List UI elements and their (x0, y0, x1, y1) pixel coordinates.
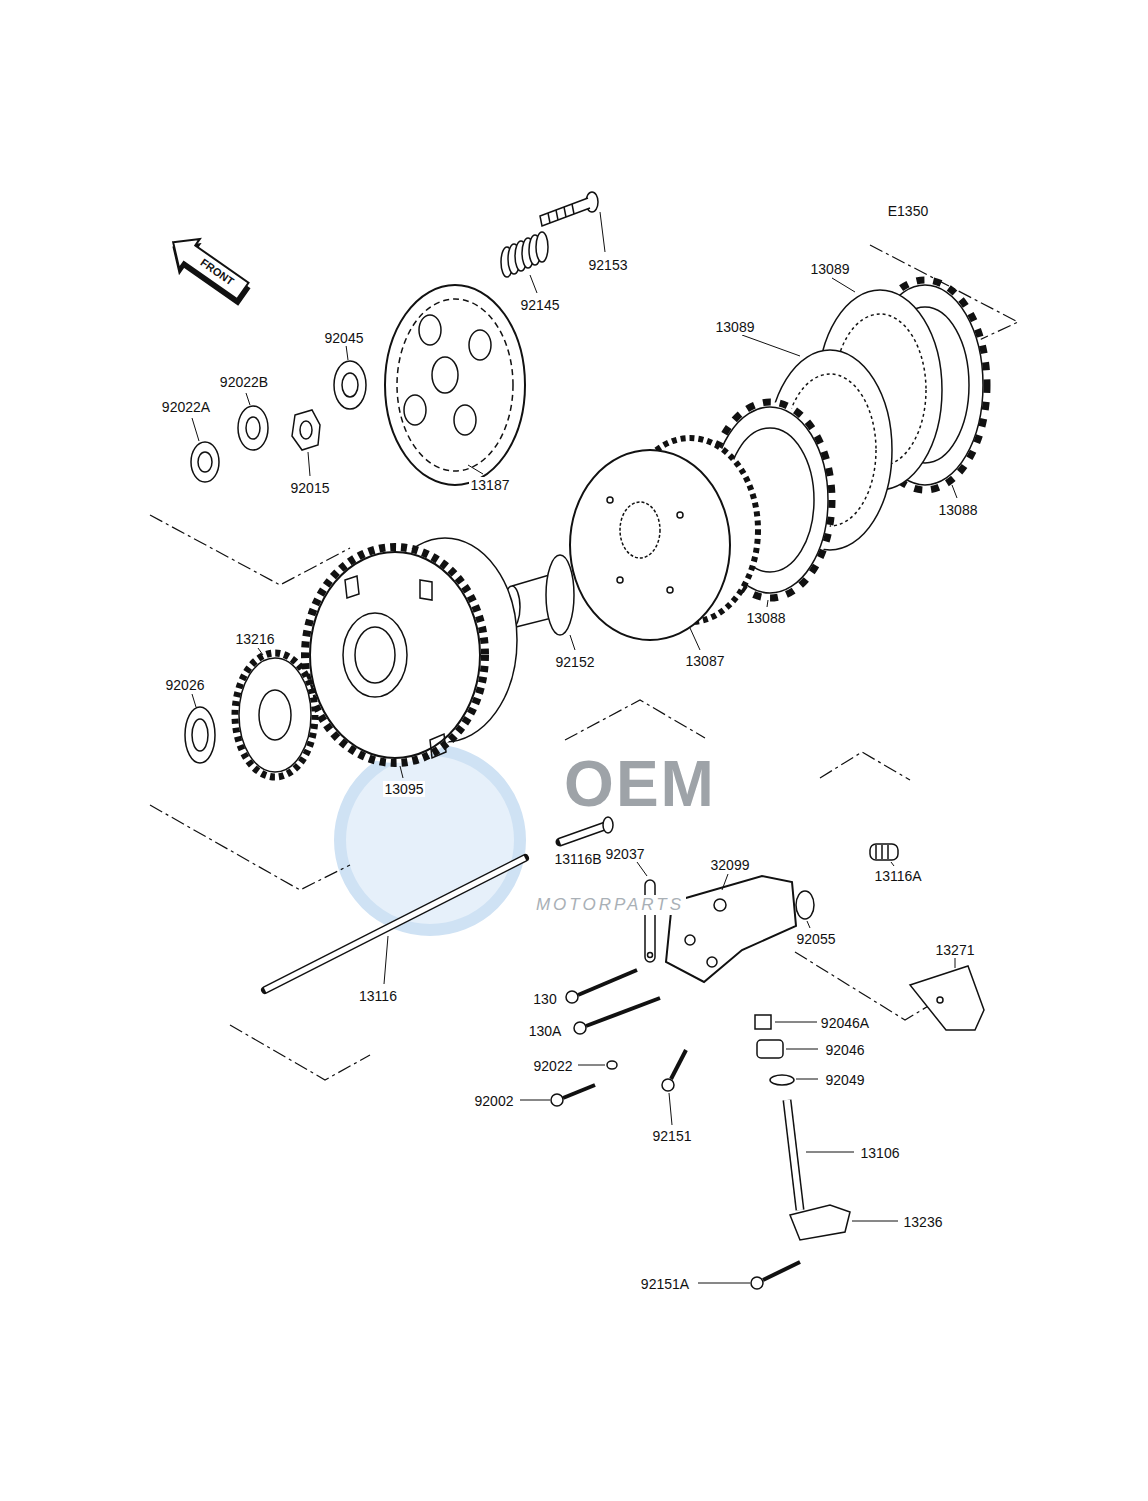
label-slot: 92022 (532, 1057, 575, 1075)
callout-number: 13089 (714, 319, 757, 335)
callout-number: 92002 (473, 1093, 516, 1109)
callout-number: 92022B (218, 374, 270, 390)
callout-number: 130A (527, 1023, 564, 1039)
label-slot: 32099 (709, 856, 752, 874)
label-slot: 92015 (289, 479, 332, 497)
label-slot: 13095 (383, 780, 426, 798)
label-slot: 13106 (859, 1144, 902, 1162)
label-slot: 130 (531, 990, 558, 1008)
callout-number: 92022 (532, 1058, 575, 1074)
callout-number: E1350 (886, 203, 930, 219)
label-slot: 13088 (745, 609, 788, 627)
label-slot: 13089 (714, 318, 757, 336)
callout-number: 92151 (651, 1128, 694, 1144)
callout-number: 13271 (934, 942, 977, 958)
watermark: MOTORPARTS (534, 895, 686, 915)
callout-number: 92145 (519, 297, 562, 313)
callout-number: 13116A (872, 868, 923, 884)
label-slot: 92002 (473, 1092, 516, 1110)
callout-number: 92049 (824, 1072, 867, 1088)
callout-number: 92152 (554, 654, 597, 670)
label-slot: 92046 (824, 1041, 867, 1059)
callout-number: 92022A (160, 399, 212, 415)
label-slot: 92022B (218, 373, 270, 391)
callout-number: 92045 (323, 330, 366, 346)
label-slot: 92037 (604, 845, 647, 863)
label-slot: 92151A (639, 1275, 691, 1293)
label-slot: MOTORPARTS (534, 895, 686, 915)
callout-number: 92055 (795, 931, 838, 947)
callout-number: 92046A (819, 1015, 871, 1031)
callout-number: 13216 (234, 631, 277, 647)
callout-number: 13095 (383, 781, 426, 797)
callout-number: 13116B (552, 851, 603, 867)
watermark: OEM (562, 748, 718, 822)
label-slot: OEM (562, 748, 718, 822)
callout-number: 13187 (469, 477, 512, 493)
label-slot: 92026 (164, 676, 207, 694)
label-slot: 92151 (651, 1127, 694, 1145)
callout-number: 13089 (809, 261, 852, 277)
label-slot: 92152 (554, 653, 597, 671)
label-slot: E1350 (886, 202, 930, 220)
label-slot: 92022A (160, 398, 212, 416)
callout-number: 130 (531, 991, 558, 1007)
label-slot: 92046A (819, 1014, 871, 1032)
label-slot: 13116B (552, 850, 603, 868)
label-slot: 92055 (795, 930, 838, 948)
callout-number: 32099 (709, 857, 752, 873)
label-slot: 13216 (234, 630, 277, 648)
callout-number: 92015 (289, 480, 332, 496)
callout-number: 13088 (745, 610, 788, 626)
callout-number: 92046 (824, 1042, 867, 1058)
label-slot: 13187 (469, 476, 512, 494)
label-slot: 13116 (357, 987, 399, 1005)
callout-number: 92153 (587, 257, 630, 273)
callout-number: 92037 (604, 846, 647, 862)
label-slot: 13089 (809, 260, 852, 278)
callout-number: 13236 (902, 1214, 945, 1230)
callout-number: 13106 (859, 1145, 902, 1161)
label-slot: 13236 (902, 1213, 945, 1231)
callout-number: 92151A (639, 1276, 691, 1292)
label-slot: 92153 (587, 256, 630, 274)
callout-number: 13088 (937, 502, 980, 518)
label-slot: 13088 (937, 501, 980, 519)
label-slot: 92045 (323, 329, 366, 347)
callout-number: 13087 (684, 653, 727, 669)
label-slot: 13271 (934, 941, 977, 959)
label-slot: 13116A (872, 867, 923, 885)
label-slot: 92145 (519, 296, 562, 314)
callout-number: 92026 (164, 677, 207, 693)
callout-number: 13116 (357, 988, 399, 1004)
label-slot: 92049 (824, 1071, 867, 1089)
label-slot: 130A (527, 1022, 564, 1040)
label-slot: 13087 (684, 652, 727, 670)
